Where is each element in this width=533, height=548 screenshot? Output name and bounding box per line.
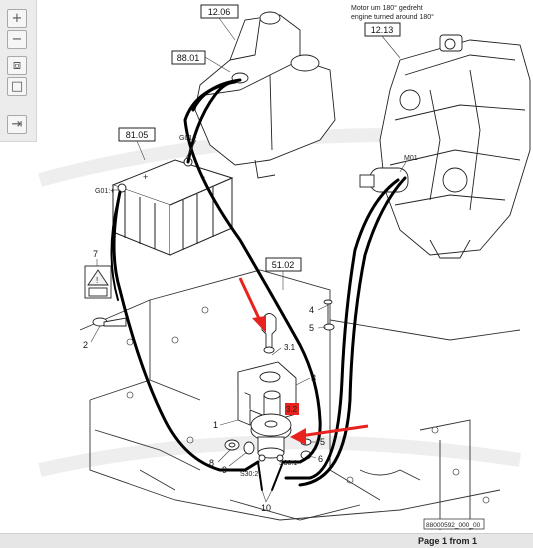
svg-text:88.01: 88.01	[177, 53, 200, 63]
part-3.1-label: 3.1	[284, 343, 296, 352]
svg-text:12.06: 12.06	[208, 7, 231, 17]
part-10-label: 10	[261, 503, 271, 513]
ref-box-hose: 88.01	[171, 50, 206, 65]
viewer-toolbar: + − ⧈ □ ⇥	[0, 0, 37, 142]
actual-size-icon: □	[10, 79, 24, 94]
engine	[359, 34, 531, 259]
zoom-in-icon: +	[11, 11, 23, 26]
fuel-tank	[194, 11, 336, 179]
g01-plus-label: G01:+	[95, 188, 114, 195]
svg-text:81.05: 81.05	[126, 130, 149, 140]
svg-text:88000592_000_00: 88000592_000_00	[426, 522, 481, 529]
actual-size-button[interactable]: □	[7, 77, 27, 96]
zoom-out-button[interactable]: −	[7, 30, 27, 49]
parts-drawing: + − !	[38, 4, 531, 530]
bolt	[92, 317, 127, 327]
part-1-label: 1	[213, 420, 218, 430]
part-2-label: 2	[83, 340, 88, 350]
svg-text:!: !	[96, 276, 98, 285]
part-9-label: 9	[222, 465, 227, 475]
frame-outline	[79, 269, 521, 530]
cables	[110, 78, 407, 491]
ref-box-battery: 81.05	[118, 127, 156, 142]
s30-1-label: S30:1	[279, 460, 297, 467]
figure-id-stamp: 88000592_000_00	[423, 518, 485, 530]
g01-minus-label: G01:-	[179, 135, 197, 142]
zoom-out-icon: −	[11, 32, 23, 47]
fit-page-button[interactable]: ⧈	[7, 56, 27, 75]
ref-box-bracket: 51.02	[265, 257, 302, 272]
page-indicator: Page 1 from 1	[417, 536, 477, 546]
fit-page-icon: ⧈	[12, 58, 22, 73]
part-5-label-bottom: 5	[320, 437, 325, 447]
export-button[interactable]: ⇥	[7, 115, 27, 134]
highlight-callout	[285, 403, 299, 415]
part-8-label: 8	[209, 458, 214, 468]
part-3-label: 3	[311, 373, 316, 383]
part-7-label: 7	[93, 249, 98, 259]
engine-note-de: Motor um 180° gedreht	[351, 4, 423, 12]
m01-label: M01	[404, 155, 418, 162]
svg-text:12.13: 12.13	[371, 25, 394, 35]
battery: + −	[111, 157, 234, 256]
ignition-switch-assembly	[224, 299, 335, 462]
leader-lines	[90, 17, 407, 503]
zoom-in-button[interactable]: +	[7, 9, 27, 28]
ref-box-engine: 12.13	[364, 22, 401, 37]
part-4-label: 4	[309, 305, 314, 315]
part-6-label: 6	[318, 454, 323, 464]
ref-box-tank: 12.06	[200, 4, 239, 19]
highlight-arrows	[238, 277, 369, 445]
status-bar: Page 1 from 1	[0, 533, 533, 548]
s30-2-label: S30:2	[240, 471, 258, 478]
part-3.2-label: 3.2	[286, 405, 298, 414]
engine-note-en: engine turned around 180°	[351, 13, 434, 21]
svg-text:51.02: 51.02	[272, 260, 295, 270]
warning-label: !	[84, 265, 112, 299]
part-5-label-top: 5	[309, 323, 314, 333]
export-icon: ⇥	[11, 117, 23, 132]
svg-text:+: +	[143, 172, 148, 182]
